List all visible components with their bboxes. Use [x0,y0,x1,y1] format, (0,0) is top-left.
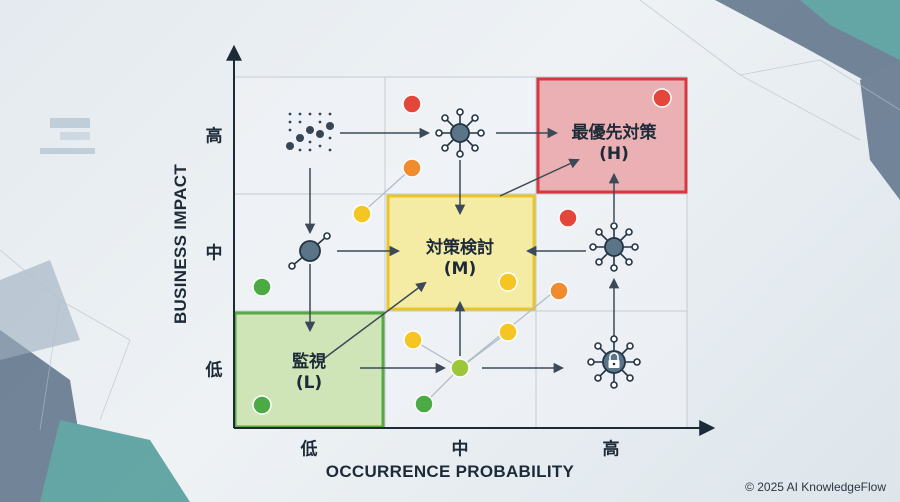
risk-dot [252,277,272,297]
y-tick-low: 低 [205,360,223,381]
decor-corner-top-right [639,0,900,200]
risk-dot [558,208,578,228]
risk-dot [352,204,372,224]
y-tick-medium: 中 [205,243,223,264]
axes [226,44,716,436]
y-tick-high: 高 [205,126,223,147]
risk-dot [402,94,422,114]
zone-high-name: 最優先対策 [571,122,657,143]
network-hub-icon [435,108,485,158]
zone-low-code: (L) [295,373,323,393]
zone-high-label: 最優先対策 (H) [572,123,657,166]
risk-dot [403,330,423,350]
zone-medium-code: (M) [443,259,477,279]
decor-bars-left [40,118,95,154]
zone-low-label: 監視 (L) [292,352,326,395]
y-axis-title: BUSINESS IMPACT [171,163,190,325]
arrow-low-to-medium [321,281,427,361]
risk-dot [498,322,518,342]
risk-dot [414,394,434,414]
x-tick-low: 低 [300,439,318,460]
zone-high-code: (H) [599,144,629,164]
zone-low-name: 監視 [292,351,326,372]
network-lock-icon [587,335,641,389]
risk-dot [652,88,672,108]
x-axis-title: OCCURRENCE PROBABILITY [325,462,575,481]
bar-chart-icon [286,112,334,152]
copyright-text: © 2025 AI KnowledgeFlow [745,480,886,494]
flow-arrows [304,127,620,374]
risk-dot [252,395,272,415]
zone-medium-label: 対策検討 (M) [426,238,494,281]
x-tick-high: 高 [602,439,620,460]
arrow-medium-to-high [499,158,580,197]
risk-dot [549,281,569,301]
risk-dot [498,272,518,292]
network-hub-icon [589,222,639,272]
risk-dot [402,158,422,178]
decor-corner-bottom-left [0,249,190,502]
connector-node-icon [288,232,331,270]
risk-dots [252,88,672,415]
x-tick-medium: 中 [451,439,469,460]
risk-dot [450,358,470,378]
zone-medium-name: 対策検討 [426,237,494,258]
